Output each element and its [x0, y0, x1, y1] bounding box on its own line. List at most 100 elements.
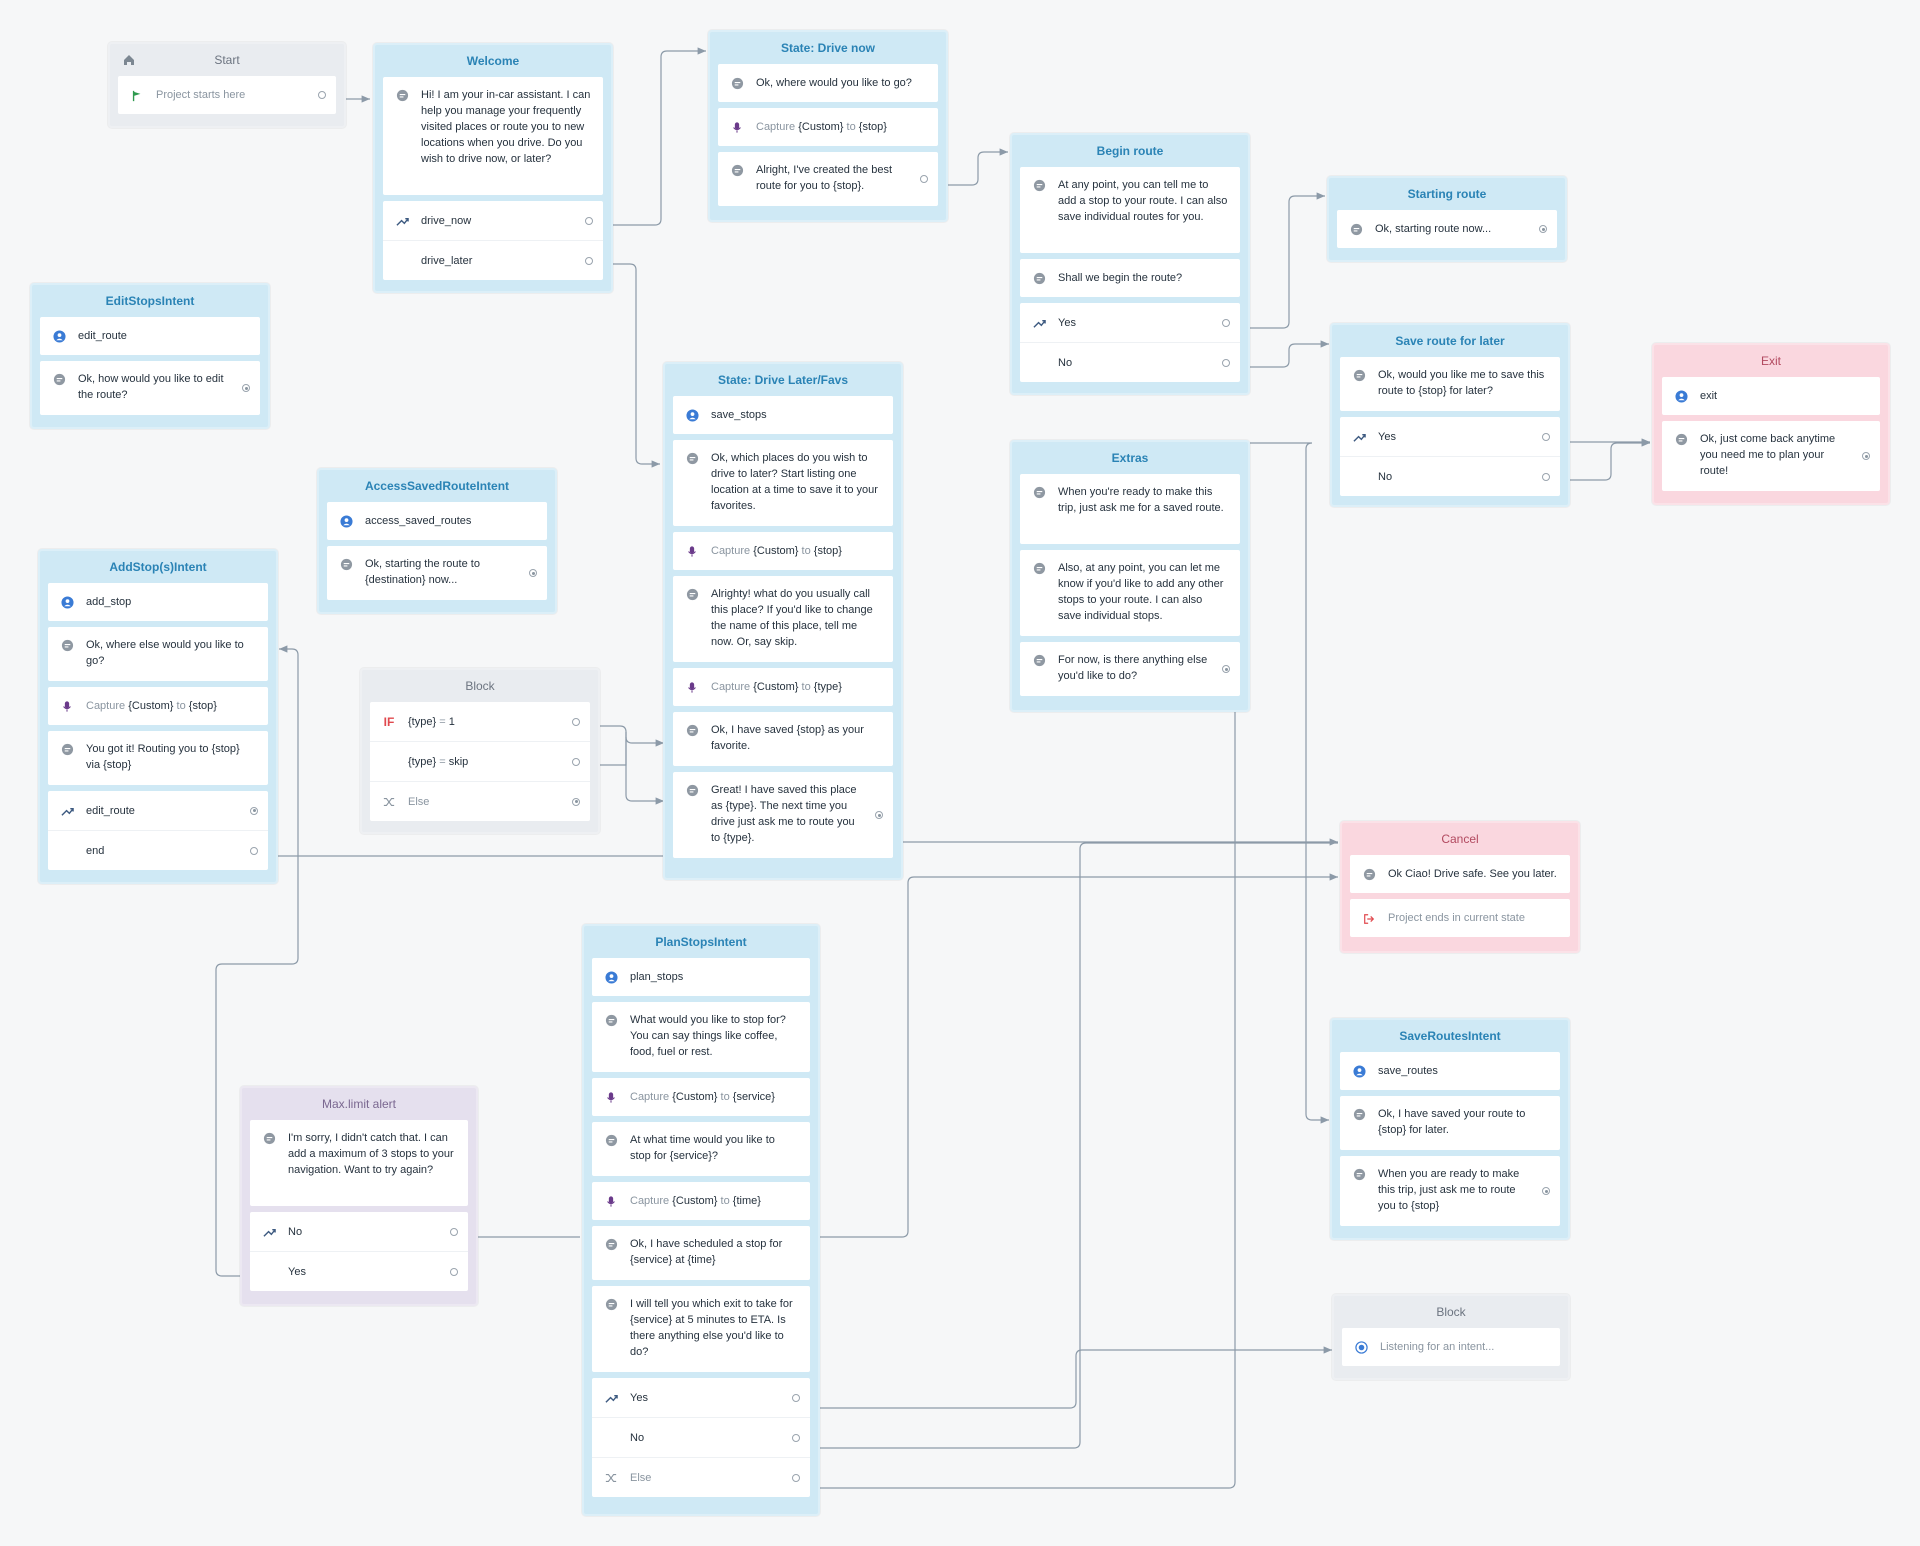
- extras-message-3[interactable]: For now, is there anything else you'd li…: [1020, 642, 1240, 696]
- port[interactable]: [529, 569, 537, 577]
- port[interactable]: [1222, 318, 1230, 327]
- port[interactable]: [875, 811, 883, 819]
- plan-stops-capture-2[interactable]: Capture {Custom} to {time}: [592, 1182, 810, 1220]
- cancel-block[interactable]: Cancel Ok Ciao! Drive safe. See you late…: [1340, 821, 1580, 953]
- drive-later-message-4[interactable]: Great! I have saved this place as {type}…: [673, 772, 893, 858]
- drive-later-block[interactable]: State: Drive Later/Favs save_stops Ok, w…: [663, 362, 903, 880]
- drive-now-message-2[interactable]: Alright, I've created the best route for…: [718, 152, 938, 206]
- access-saved-message[interactable]: Ok, starting the route to {destination} …: [327, 546, 547, 600]
- extras-message-1[interactable]: When you're ready to make this trip, jus…: [1020, 474, 1240, 544]
- port[interactable]: [792, 1473, 800, 1482]
- plan-stops-message-1[interactable]: What would you like to stop for? You can…: [592, 1002, 810, 1072]
- listening-block[interactable]: Block Listening for an intent...: [1332, 1294, 1570, 1380]
- begin-route-message-2[interactable]: Shall we begin the route?: [1020, 259, 1240, 297]
- edit-stops-message[interactable]: Ok, how would you like to edit the route…: [40, 361, 260, 415]
- welcome-block[interactable]: Welcome Hi! I am your in-car assistant. …: [373, 43, 613, 293]
- condition-type-1[interactable]: IF {type} = 1: [370, 702, 590, 741]
- port[interactable]: [1542, 432, 1550, 441]
- drive-later-intent[interactable]: save_stops: [673, 396, 893, 434]
- drive-now-capture[interactable]: Capture {Custom} to {stop}: [718, 108, 938, 146]
- add-stops-message-2[interactable]: You got it! Routing you to {stop} via {s…: [48, 731, 268, 785]
- choice-no[interactable]: No: [1020, 342, 1240, 382]
- port[interactable]: [1542, 1187, 1550, 1195]
- choice-yes[interactable]: Yes: [250, 1251, 468, 1291]
- plan-stops-block[interactable]: PlanStopsIntent plan_stops What would yo…: [582, 924, 820, 1516]
- extras-block[interactable]: Extras When you're ready to make this tr…: [1010, 440, 1250, 712]
- edit-stops-intent[interactable]: edit_route: [40, 317, 260, 355]
- save-routes-intent-message-1[interactable]: Ok, I have saved your route to {stop} fo…: [1340, 1096, 1560, 1150]
- add-stops-intent[interactable]: add_stop: [48, 583, 268, 621]
- choice-edit-route[interactable]: edit_route: [48, 791, 268, 830]
- save-routes-intent-intent[interactable]: save_routes: [1340, 1052, 1560, 1090]
- plan-stops-message-4[interactable]: I will tell you which exit to take for {…: [592, 1286, 810, 1372]
- begin-route-block[interactable]: Begin route At any point, you can tell m…: [1010, 133, 1250, 395]
- port[interactable]: [920, 175, 928, 183]
- choice-drive-later[interactable]: drive_later: [383, 240, 603, 280]
- port[interactable]: [1542, 472, 1550, 481]
- begin-route-message-1[interactable]: At any point, you can tell me to add a s…: [1020, 167, 1240, 253]
- add-stops-message-1[interactable]: Ok, where else would you like to go?: [48, 627, 268, 681]
- drive-now-message-1[interactable]: Ok, where would you like to go?: [718, 64, 938, 102]
- choice-no[interactable]: No: [592, 1417, 810, 1457]
- port[interactable]: [242, 384, 250, 392]
- edit-stops-block[interactable]: EditStopsIntent edit_route Ok, how would…: [30, 283, 270, 429]
- choice-else[interactable]: Else: [592, 1457, 810, 1497]
- port[interactable]: [1862, 452, 1870, 460]
- port[interactable]: [1222, 358, 1230, 367]
- exit-block[interactable]: Exit exit Ok, just come back anytime you…: [1652, 343, 1890, 505]
- if-block[interactable]: Block IF {type} = 1 {type} = skip Else: [360, 668, 600, 834]
- save-route-later-block[interactable]: Save route for later Ok, would you like …: [1330, 323, 1570, 507]
- port[interactable]: [585, 256, 593, 265]
- drive-later-capture-2[interactable]: Capture {Custom} to {type}: [673, 668, 893, 706]
- plan-stops-capture-1[interactable]: Capture {Custom} to {service}: [592, 1078, 810, 1116]
- save-routes-intent-message-2[interactable]: When you are ready to make this trip, ju…: [1340, 1156, 1560, 1226]
- condition-else[interactable]: Else: [370, 781, 590, 821]
- access-saved-intent[interactable]: access_saved_routes: [327, 502, 547, 540]
- port[interactable]: [250, 806, 258, 815]
- save-route-later-message[interactable]: Ok, would you like me to save this route…: [1340, 357, 1560, 411]
- drive-later-capture-1[interactable]: Capture {Custom} to {stop}: [673, 532, 893, 570]
- choice-yes[interactable]: Yes: [592, 1378, 810, 1417]
- drive-now-block[interactable]: State: Drive now Ok, where would you lik…: [708, 30, 948, 222]
- choice-no[interactable]: No: [1340, 456, 1560, 496]
- add-stops-capture[interactable]: Capture {Custom} to {stop}: [48, 687, 268, 725]
- cancel-end[interactable]: Project ends in current state: [1350, 899, 1570, 937]
- port[interactable]: [1222, 665, 1230, 673]
- cancel-message[interactable]: Ok Ciao! Drive safe. See you later.: [1350, 855, 1570, 893]
- listening-step[interactable]: Listening for an intent...: [1342, 1328, 1560, 1366]
- choice-end[interactable]: end: [48, 830, 268, 870]
- choice-drive-now[interactable]: drive_now: [383, 201, 603, 240]
- plan-stops-message-2[interactable]: At what time would you like to stop for …: [592, 1122, 810, 1176]
- add-stops-block[interactable]: AddStop(s)Intent add_stop Ok, where else…: [38, 549, 278, 884]
- port[interactable]: [572, 757, 580, 766]
- max-limit-message[interactable]: I'm sorry, I didn't catch that. I can ad…: [250, 1120, 468, 1206]
- drive-later-message-1[interactable]: Ok, which places do you wish to drive to…: [673, 440, 893, 526]
- port[interactable]: [572, 717, 580, 726]
- choice-no[interactable]: No: [250, 1212, 468, 1251]
- choice-yes[interactable]: Yes: [1020, 303, 1240, 342]
- extras-message-2[interactable]: Also, at any point, you can let me know …: [1020, 550, 1240, 636]
- exit-message[interactable]: Ok, just come back anytime you need me t…: [1662, 421, 1880, 491]
- port[interactable]: [1539, 225, 1547, 233]
- plan-stops-intent[interactable]: plan_stops: [592, 958, 810, 996]
- choice-yes[interactable]: Yes: [1340, 417, 1560, 456]
- start-port[interactable]: [318, 91, 326, 99]
- max-limit-block[interactable]: Max.limit alert I'm sorry, I didn't catc…: [240, 1086, 478, 1306]
- starting-route-block[interactable]: Starting route Ok, starting route now...: [1327, 176, 1567, 262]
- starting-route-message[interactable]: Ok, starting route now...: [1337, 210, 1557, 248]
- access-saved-block[interactable]: AccessSavedRouteIntent access_saved_rout…: [317, 468, 557, 614]
- port[interactable]: [792, 1393, 800, 1402]
- exit-intent[interactable]: exit: [1662, 377, 1880, 415]
- start-step[interactable]: Project starts here: [118, 76, 336, 114]
- port[interactable]: [450, 1227, 458, 1236]
- condition-type-skip[interactable]: {type} = skip: [370, 741, 590, 781]
- plan-stops-message-3[interactable]: Ok, I have scheduled a stop for {service…: [592, 1226, 810, 1280]
- save-routes-intent-block[interactable]: SaveRoutesIntent save_routes Ok, I have …: [1330, 1018, 1570, 1240]
- welcome-message[interactable]: Hi! I am your in-car assistant. I can he…: [383, 77, 603, 195]
- port[interactable]: [250, 846, 258, 855]
- port[interactable]: [572, 797, 580, 806]
- drive-later-message-2[interactable]: Alrighty! what do you usually call this …: [673, 576, 893, 662]
- drive-later-message-3[interactable]: Ok, I have saved {stop} as your favorite…: [673, 712, 893, 766]
- port[interactable]: [450, 1267, 458, 1276]
- port[interactable]: [585, 216, 593, 225]
